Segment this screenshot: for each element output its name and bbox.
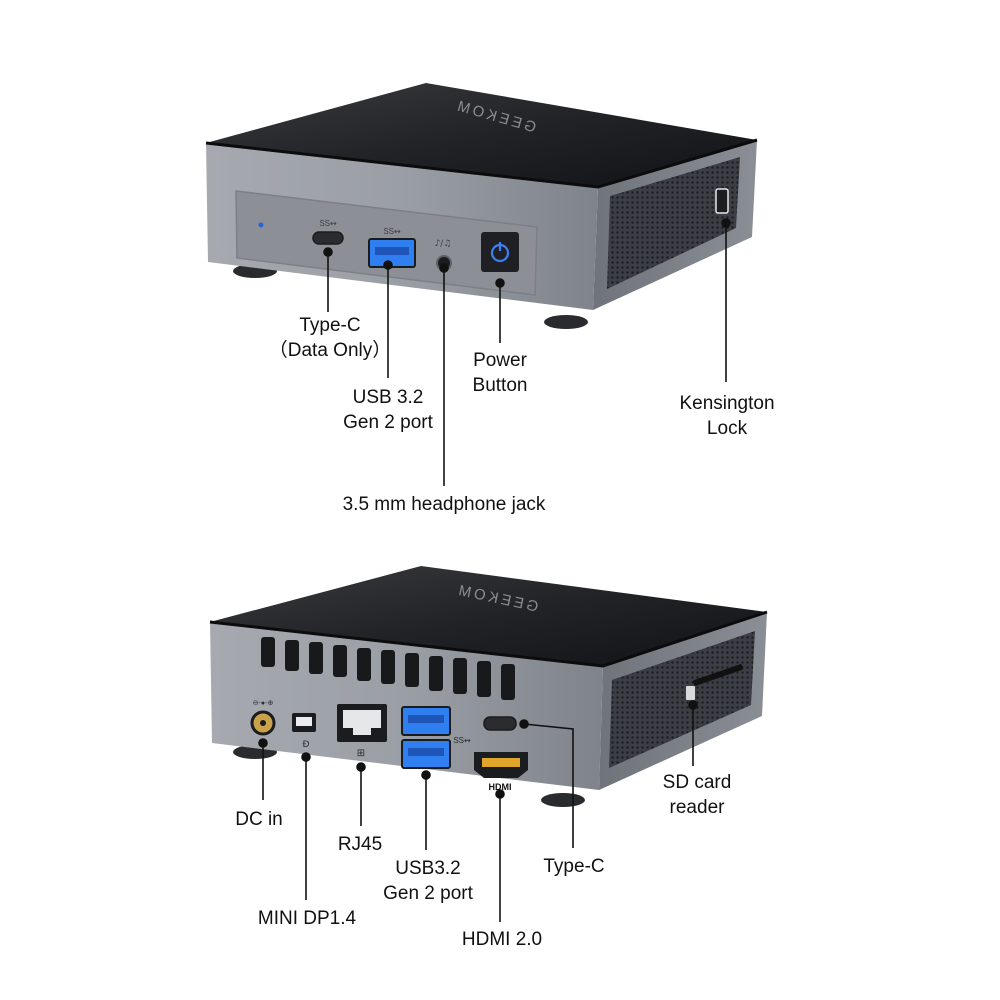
network-icon: ⊞ [357,748,365,759]
top-lid [210,566,767,666]
sd-card-icon [686,686,695,700]
label-dc-in: DC in [235,809,283,830]
rear-device: GEEKOM ⊖-●-⊕ Ð ⊞ SS↭ HDMI [209,566,768,922]
power-button[interactable] [481,232,519,272]
label-mini-dp: MINI DP1.4 [257,908,357,929]
status-led [258,222,264,228]
label-rear-type-c: Type-C [543,856,605,877]
kensington-lock-slot [715,188,729,214]
label-kensington-lock: Kensington Lock [679,393,775,439]
label-rj45: RJ45 [337,834,383,855]
hdmi-logo-icon: HDMI [489,782,512,792]
label-sd-card-reader: SD card reader [662,772,732,818]
usb-ss-icon: SS↭ [453,736,471,745]
usb-ss-icon: SS↭ [383,227,401,236]
side-vent-mesh [609,631,755,768]
dc-polarity-icon: ⊖-●-⊕ [253,700,274,707]
foot [544,315,588,329]
label-front-usb: USB 3.2 Gen 2 port [343,387,433,433]
front-callouts [323,218,731,486]
front-type-c-port [312,231,344,245]
sd-card-slot [692,664,744,686]
rear-callouts [258,700,698,922]
label-headphone-jack: 3.5 mm headphone jack [342,494,546,515]
label-rear-usb: USB3.2 Gen 2 port [383,858,473,904]
label-front-type-c: Type-C （Data Only） [268,315,392,361]
displayport-icon: Ð [303,740,310,750]
rear-type-c-port [483,716,517,731]
foot [541,793,585,807]
front-device: GEEKOM SS↭ SS↭ ♪/♫ [205,83,758,486]
rear-exhaust-vents [261,637,515,700]
label-power-button: Power Button [472,350,528,396]
label-hdmi: HDMI 2.0 [461,929,543,950]
usb-ss-icon: SS↭ [319,219,337,228]
headphone-icon: ♪/♫ [435,239,452,249]
top-lid [206,83,757,187]
side-vent-mesh [607,157,740,289]
